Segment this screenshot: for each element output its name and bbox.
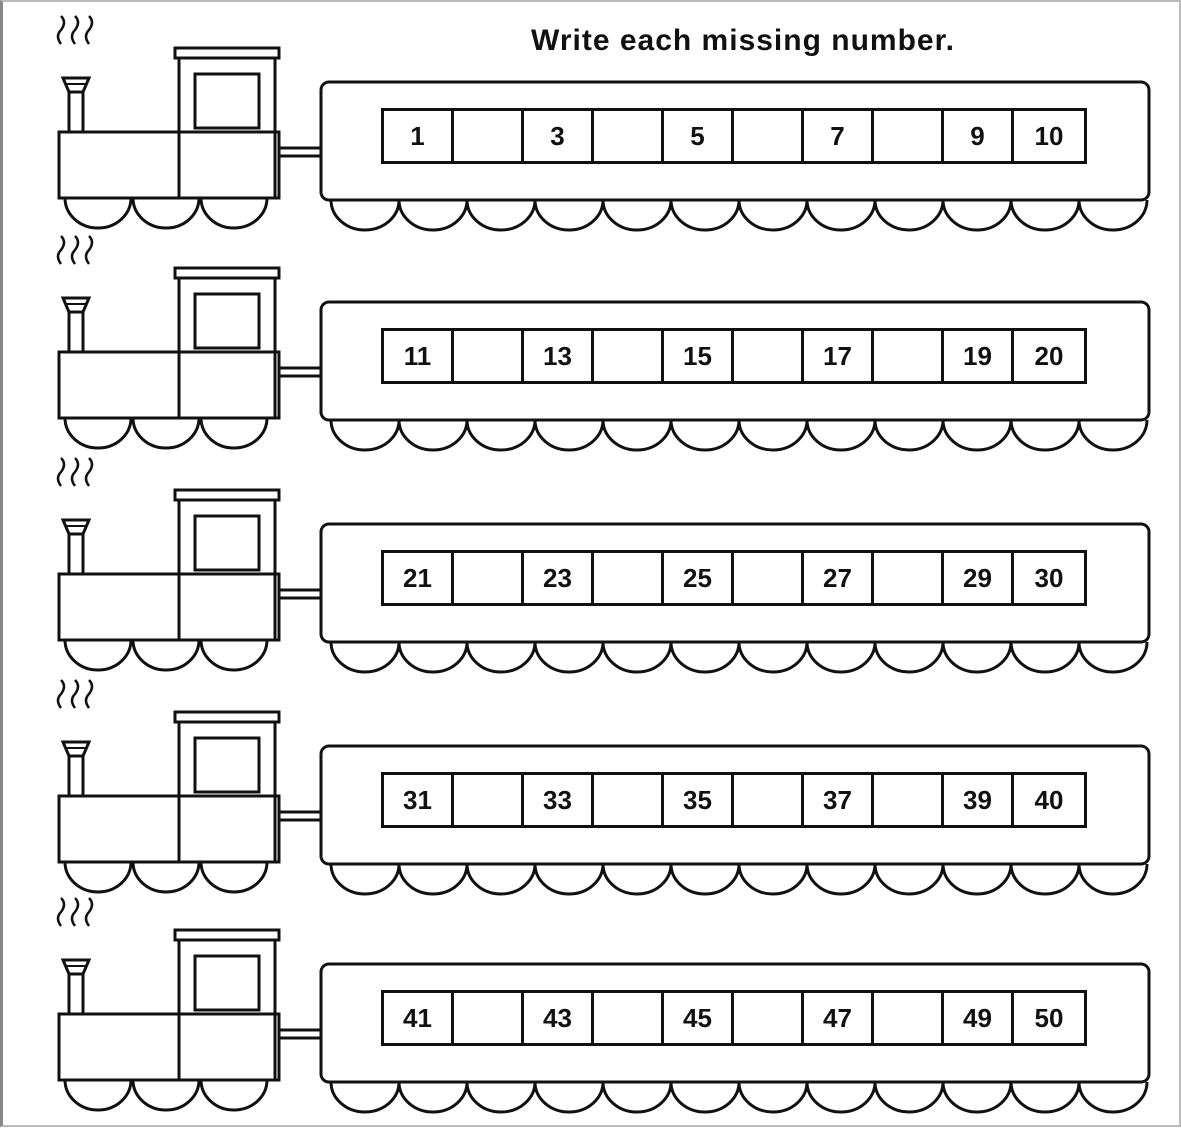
smoke-icon [56, 897, 94, 927]
number-box: 5 [664, 111, 734, 161]
number-box: 23 [524, 553, 594, 603]
missing-number-box[interactable] [594, 111, 664, 161]
number-box: 40 [1034, 784, 1064, 815]
number-box: 29 [944, 553, 1014, 603]
wheel-icon [329, 863, 1149, 896]
train-engine-icon [57, 710, 321, 864]
missing-number-box[interactable] [594, 553, 664, 603]
number-box: 30 [1034, 562, 1064, 593]
number-box: 19 [944, 331, 1014, 381]
number-box: 33 [524, 775, 594, 825]
number-box: 11 [384, 331, 454, 381]
number-box: 27 [804, 553, 874, 603]
carriage-icon [319, 962, 1151, 1084]
train-engine-icon [57, 46, 321, 200]
wheel-icon [329, 199, 1149, 232]
wheel-icon [63, 861, 269, 894]
missing-number-box[interactable] [594, 775, 664, 825]
smoke-icon [56, 235, 94, 265]
missing-number-box[interactable] [454, 775, 524, 825]
number-box: 49 [944, 993, 1014, 1043]
missing-number-box[interactable] [454, 553, 524, 603]
number-strip: 21 23 25 27 29 30 [381, 550, 1087, 606]
number-box: 50 [1034, 1002, 1064, 1033]
number-box: 45 [664, 993, 734, 1043]
carriage-icon [319, 80, 1151, 202]
train-row: 21 23 25 27 29 30 [3, 457, 1181, 692]
wheel-icon [63, 639, 269, 672]
wheel-icon [329, 419, 1149, 452]
number-strip: 31 33 35 37 39 40 [381, 772, 1087, 828]
number-box: 1 [384, 111, 454, 161]
carriage-icon [319, 744, 1151, 866]
train-drawing [56, 235, 1151, 452]
number-box: 17 [804, 331, 874, 381]
train-engine-icon [57, 266, 321, 420]
wheel-icon [329, 641, 1149, 674]
number-box: 41 [384, 993, 454, 1043]
missing-number-box[interactable] [594, 331, 664, 381]
number-strip: 11 13 15 17 19 20 [381, 328, 1087, 384]
train-drawing [56, 457, 1151, 674]
wheel-icon [329, 1081, 1149, 1114]
train-drawing [56, 679, 1151, 896]
train-row: 31 33 35 37 39 40 [3, 679, 1181, 914]
number-box: 3 [524, 111, 594, 161]
number-box: 39 [944, 775, 1014, 825]
number-box: 47 [804, 993, 874, 1043]
smoke-icon [56, 457, 94, 487]
missing-number-box[interactable] [734, 993, 804, 1043]
number-box: 7 [804, 111, 874, 161]
train-row: 1 3 5 7 9 10 [3, 15, 1181, 250]
number-strip: 1 3 5 7 9 10 [381, 108, 1087, 164]
smoke-icon [56, 679, 94, 709]
train-engine-icon [57, 928, 321, 1082]
train-drawing [56, 15, 1151, 232]
number-box: 20 [1034, 340, 1064, 371]
smoke-icon [56, 15, 94, 45]
missing-number-box[interactable] [734, 111, 804, 161]
missing-number-box[interactable] [874, 775, 944, 825]
missing-number-box[interactable] [734, 775, 804, 825]
missing-number-box[interactable] [594, 993, 664, 1043]
missing-number-box[interactable] [454, 111, 524, 161]
number-box: 31 [384, 775, 454, 825]
missing-number-box[interactable] [874, 331, 944, 381]
wheel-icon [63, 1079, 269, 1112]
number-box: 15 [664, 331, 734, 381]
wheel-icon [63, 417, 269, 450]
train-engine-icon [57, 488, 321, 642]
number-box: 10 [1034, 120, 1064, 151]
missing-number-box[interactable] [454, 993, 524, 1043]
number-box: 21 [384, 553, 454, 603]
carriage-icon [319, 522, 1151, 644]
number-box: 13 [524, 331, 594, 381]
number-box: 9 [944, 111, 1014, 161]
number-box: 37 [804, 775, 874, 825]
missing-number-box[interactable] [454, 331, 524, 381]
number-strip: 41 43 45 47 49 50 [381, 990, 1087, 1046]
train-row: 11 13 15 17 19 20 [3, 235, 1181, 470]
number-box: 25 [664, 553, 734, 603]
train-row: 41 43 45 47 49 50 [3, 897, 1181, 1132]
missing-number-box[interactable] [734, 553, 804, 603]
missing-number-box[interactable] [734, 331, 804, 381]
carriage-icon [319, 300, 1151, 422]
number-box: 35 [664, 775, 734, 825]
missing-number-box[interactable] [874, 993, 944, 1043]
train-drawing [56, 897, 1151, 1114]
number-box: 43 [524, 993, 594, 1043]
missing-number-box[interactable] [874, 111, 944, 161]
missing-number-box[interactable] [874, 553, 944, 603]
wheel-icon [63, 197, 269, 230]
worksheet-title: Write each missing number. [531, 24, 955, 57]
